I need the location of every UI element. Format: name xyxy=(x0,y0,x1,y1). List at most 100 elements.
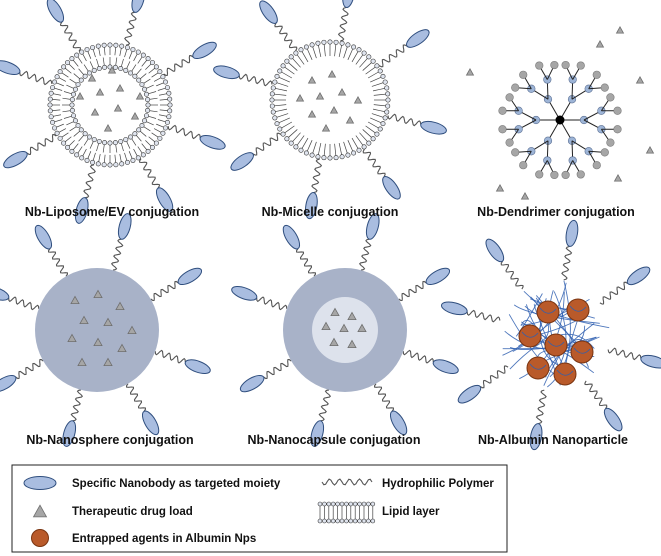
nanocapsule-illustration xyxy=(231,213,459,447)
polymer-chain xyxy=(110,238,124,271)
lipid-head xyxy=(101,42,107,48)
polymer-chain xyxy=(535,389,547,425)
lipid-head xyxy=(128,134,134,140)
polymer-chain xyxy=(8,296,40,311)
polymer-chain xyxy=(47,248,69,277)
nanobody xyxy=(213,65,240,80)
polymer-chain xyxy=(19,70,53,86)
nanobody xyxy=(62,420,77,447)
lipid-head xyxy=(157,69,163,75)
dendrimer-terminal xyxy=(600,83,609,92)
lipid-head xyxy=(366,501,371,507)
polymer-chain xyxy=(263,358,292,380)
lipid-head xyxy=(339,518,345,524)
polymer-chain xyxy=(466,309,501,323)
drug-triangle xyxy=(95,88,105,96)
drug-triangle xyxy=(67,333,77,343)
nanobody xyxy=(0,60,21,76)
lipid-head xyxy=(167,108,173,114)
nanobody xyxy=(432,359,459,375)
lipid-head xyxy=(71,113,77,119)
lipid-head xyxy=(69,102,75,108)
lipid-head xyxy=(69,148,75,154)
polymer-chain xyxy=(150,280,179,302)
lipid-head xyxy=(339,501,345,507)
lipid-head xyxy=(322,518,327,524)
lipid-head xyxy=(139,123,145,129)
lipid-head xyxy=(351,44,357,50)
nanobody xyxy=(425,267,451,286)
lipid-head xyxy=(118,138,124,144)
caption-micelle: Nb-Micelle conjugation xyxy=(262,205,399,219)
legend-lipid-label: Lipid layer xyxy=(382,506,440,518)
lipid-head xyxy=(315,40,321,46)
lipid-head xyxy=(335,501,340,507)
albumin-mesh-strand xyxy=(529,363,547,370)
lipid-head xyxy=(84,157,90,163)
dendrimer-terminal xyxy=(519,161,528,170)
lipid-head xyxy=(385,91,391,97)
lipid-head xyxy=(145,107,151,113)
lipid-head xyxy=(270,109,276,115)
lipid-head xyxy=(112,140,118,146)
nanobody xyxy=(184,359,211,375)
drug-triangle xyxy=(103,357,113,367)
dendrimer-terminal xyxy=(561,170,570,180)
lipid-head xyxy=(160,74,166,80)
nanobody xyxy=(239,374,265,393)
drug-triangle xyxy=(75,92,85,100)
entrapped-agent xyxy=(566,298,590,322)
lipid-head xyxy=(128,70,134,76)
drug-triangle xyxy=(347,311,357,321)
lipid-head xyxy=(143,113,149,119)
lipid-head xyxy=(351,150,357,156)
lipid-head xyxy=(352,518,358,524)
lipid-head xyxy=(140,52,146,58)
polymer-chain xyxy=(163,55,194,76)
drug-triangle xyxy=(103,317,113,327)
albumin-mesh-strand xyxy=(547,280,571,388)
dendrimer-terminal xyxy=(613,125,622,134)
lipid-head xyxy=(366,54,372,60)
drug-triangle xyxy=(70,295,80,305)
polymer-chain xyxy=(398,280,427,302)
drug-triangle xyxy=(77,357,87,367)
polymer-chain xyxy=(167,124,201,140)
lipid-head xyxy=(139,81,145,87)
lipid-head xyxy=(140,152,146,158)
lipid-head xyxy=(71,91,77,97)
lipid-head xyxy=(47,96,53,102)
entrapped-agent xyxy=(570,340,594,364)
nanobody xyxy=(46,0,65,23)
dendrimer-terminal xyxy=(600,148,609,157)
lipid-head xyxy=(82,131,88,137)
dendrimer-terminal xyxy=(505,93,514,102)
legend-drug-label: Therapeutic drug load xyxy=(72,506,193,518)
drug-triangle xyxy=(520,192,530,200)
polymer-chain xyxy=(378,44,408,68)
nanobody xyxy=(406,29,430,48)
lipid-head xyxy=(153,140,159,146)
lipid-head xyxy=(370,58,376,64)
polymer-chain xyxy=(238,73,273,87)
polymer-chain xyxy=(295,248,317,277)
lipid-head xyxy=(113,42,119,48)
drug-triangle xyxy=(295,94,305,102)
polymer-chain xyxy=(362,148,386,178)
lipid-head xyxy=(135,155,141,161)
lipid-head xyxy=(317,518,323,524)
lipid-head xyxy=(377,68,383,74)
polymer-chain xyxy=(402,349,434,364)
lipid-head xyxy=(366,140,372,146)
lipid-head xyxy=(344,501,349,507)
lipid-head xyxy=(344,518,349,524)
lipid-head xyxy=(357,518,362,524)
lipid-head xyxy=(382,115,388,121)
drug-triangle xyxy=(32,504,48,518)
nanobody xyxy=(230,152,254,171)
drug-triangle xyxy=(645,146,655,154)
drug-triangle xyxy=(90,108,100,116)
lipid-head xyxy=(132,131,138,137)
legend-entrapped-label: Entrapped agents in Albumin Nps xyxy=(72,533,256,545)
lipid-head xyxy=(309,42,315,48)
